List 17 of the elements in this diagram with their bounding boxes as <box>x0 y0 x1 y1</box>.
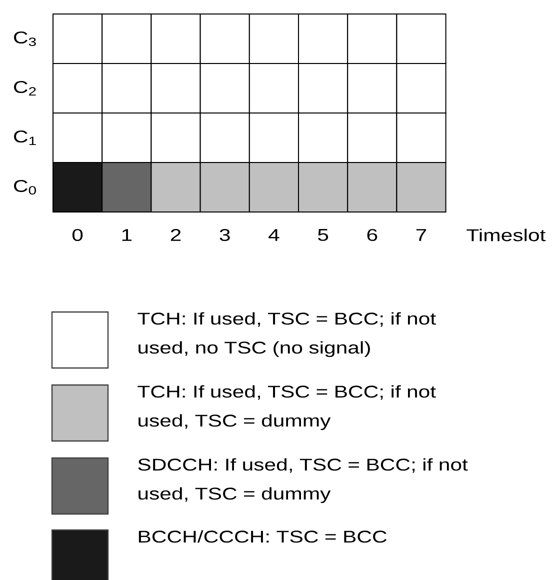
row-label: C$_{2}$ <box>14 81 36 96</box>
legend-text: TCH: If used, TSC = BCC; if not used, TSC = dummy <box>138 385 436 430</box>
column-label: 5 <box>318 229 328 241</box>
legend-text: SDCCH: If used, TSC = BCC; if not used, TSC = dummy <box>138 458 468 504</box>
column-label: 3 <box>220 228 230 242</box>
column-label: 7 <box>416 229 426 241</box>
row-label: C$_{3}$ <box>14 31 36 46</box>
column-label: 0 <box>72 228 83 242</box>
row-label: C$_{1}$ <box>14 130 36 145</box>
row-label: C$_{0}$ <box>14 180 36 195</box>
column-label: 1 <box>122 229 132 241</box>
legend-text: TCH: If used, TSC = BCC; if not used, no TSC (no signal) <box>138 312 436 358</box>
column-label: 4 <box>268 229 280 241</box>
axis-label: Timeslot <box>466 228 546 242</box>
column-label: 6 <box>367 228 378 242</box>
column-label: 2 <box>170 229 181 241</box>
legend-text: BCCH/CCCH: TSC = BCC <box>138 530 387 543</box>
